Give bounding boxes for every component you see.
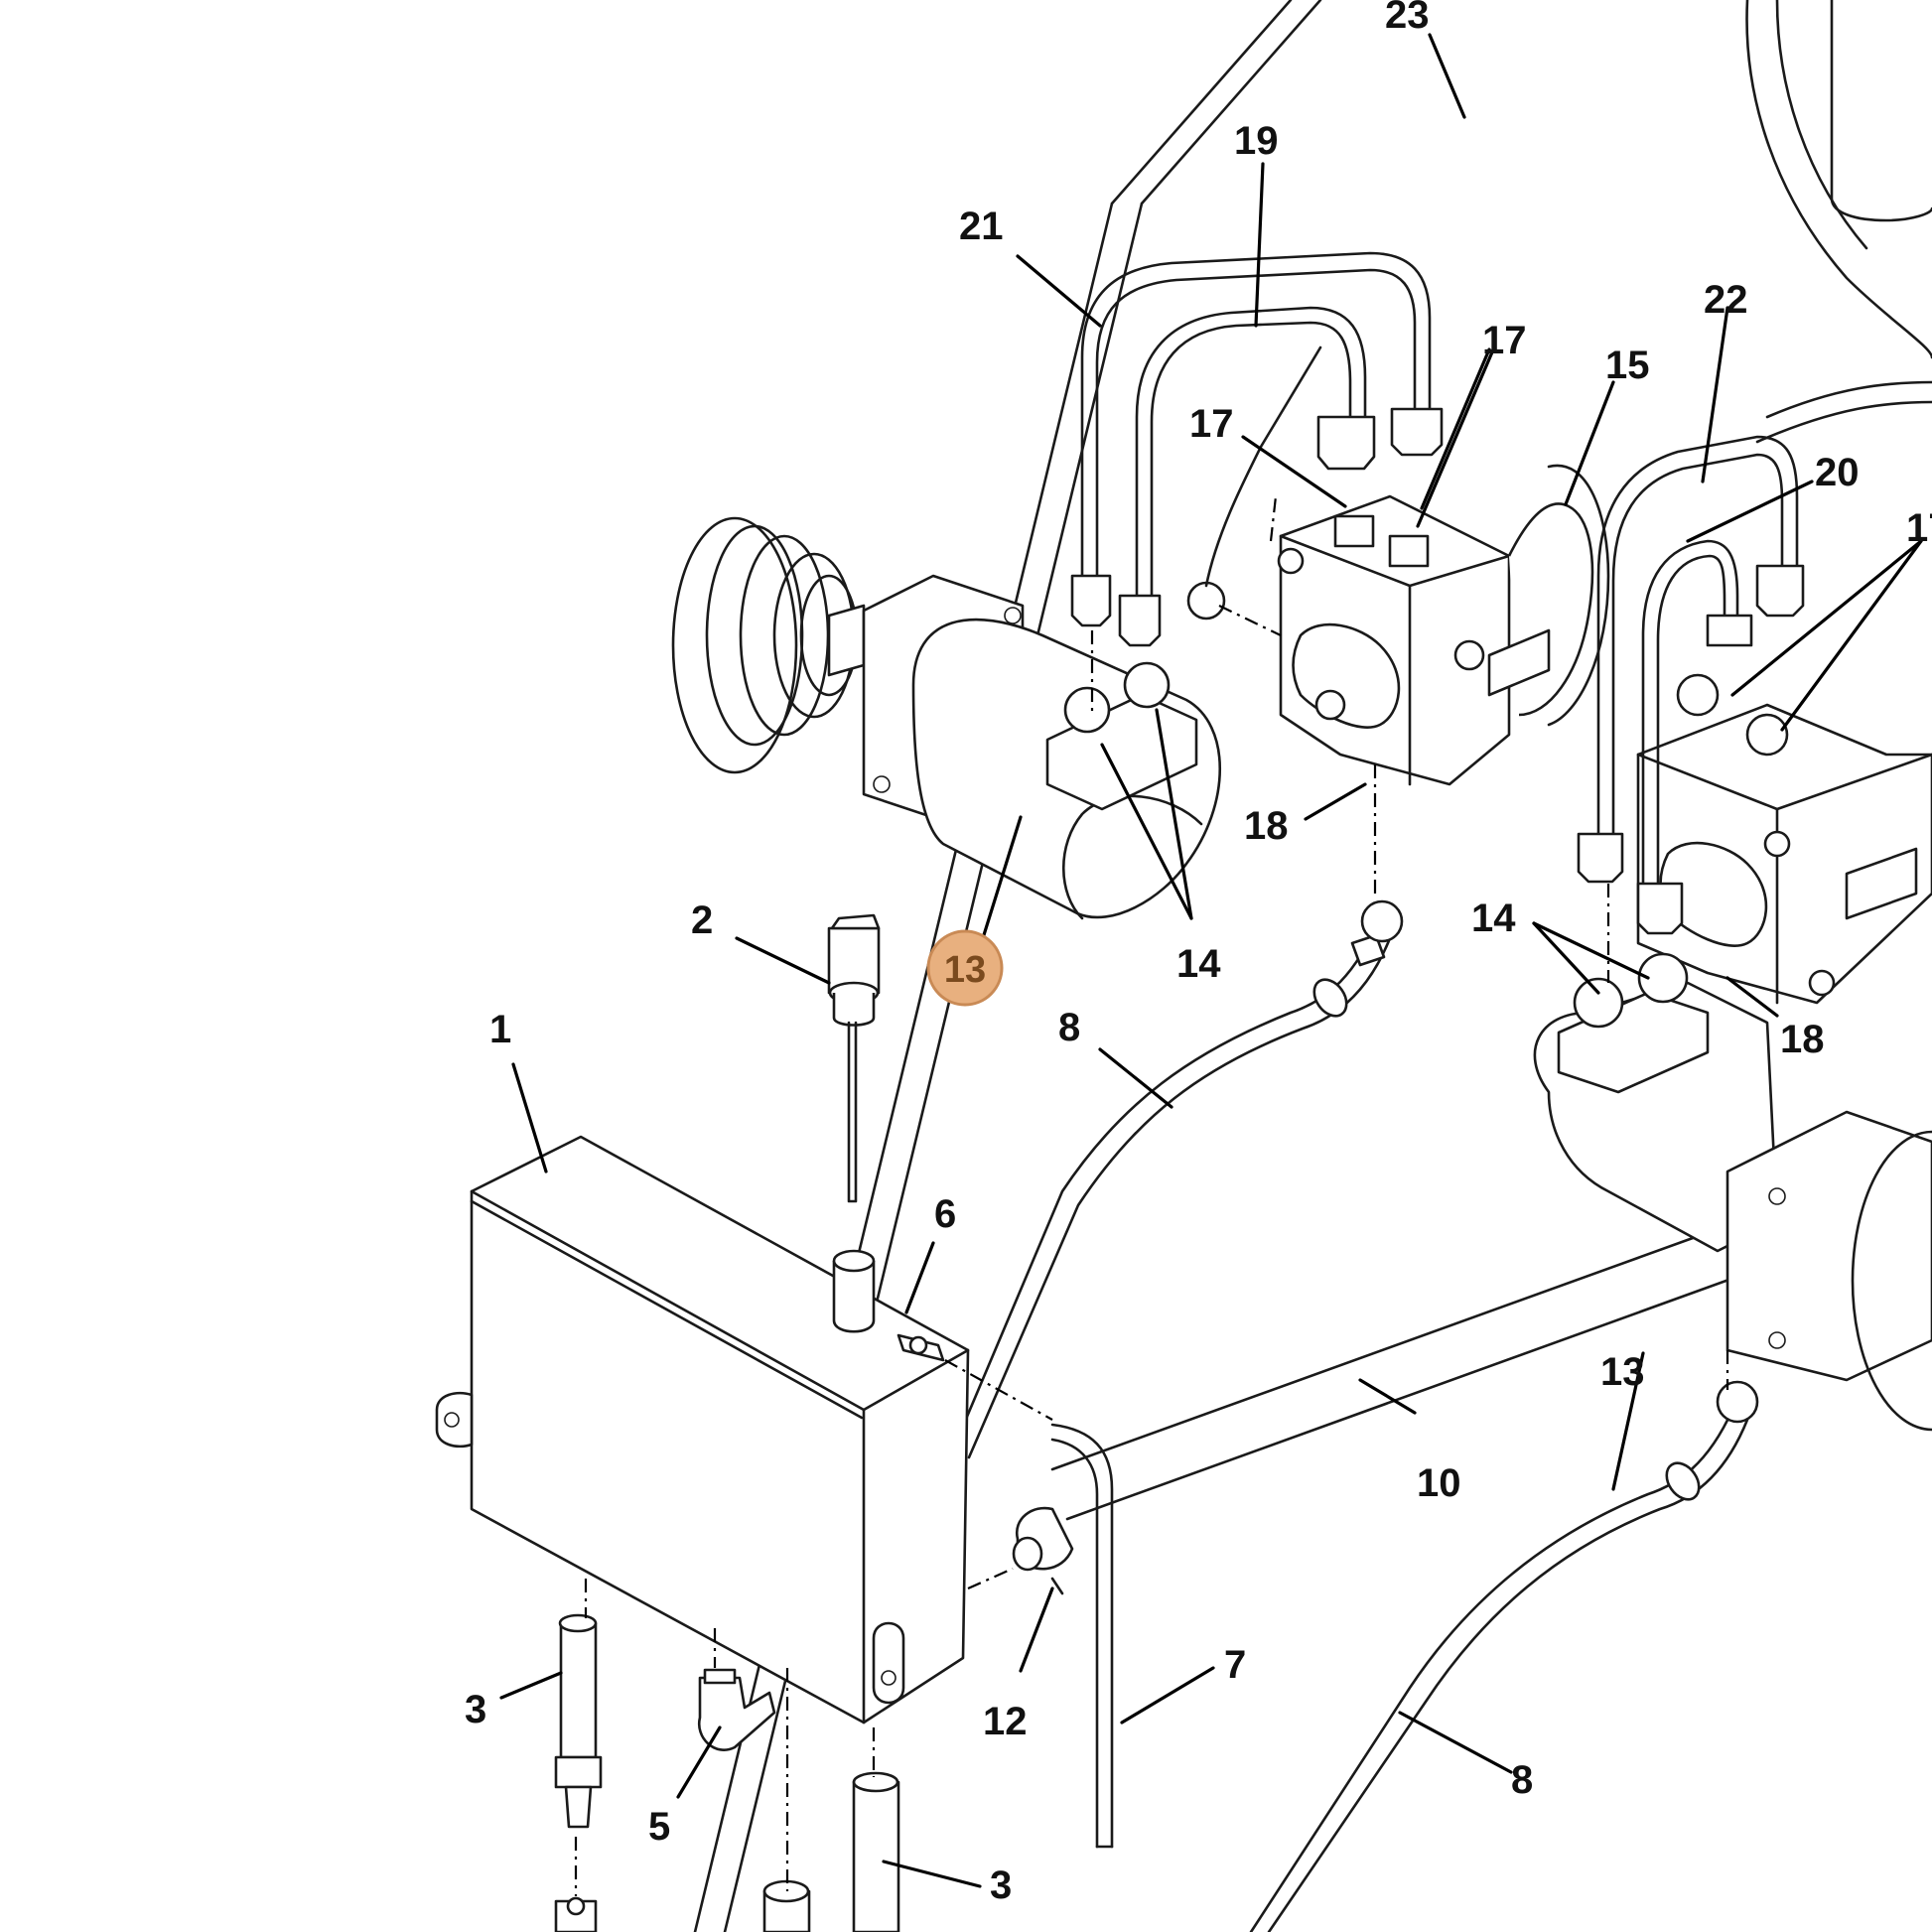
callout-19: 19 — [1234, 119, 1279, 163]
motor-13-right — [1533, 952, 1932, 1432]
callout-23: 23 — [1385, 0, 1430, 37]
tube-19 — [1135, 306, 1367, 608]
tube-20 — [1641, 539, 1739, 896]
callout-20: 20 — [1815, 451, 1860, 494]
tube-22 — [1596, 435, 1799, 856]
filter-housing — [1745, 0, 1932, 444]
callout-21: 21 — [959, 205, 1004, 248]
callout-2: 2 — [691, 898, 713, 942]
callout-18-center: 18 — [1244, 804, 1289, 848]
fitting-6 — [897, 1333, 945, 1362]
fittings-upper — [1070, 407, 1444, 647]
highlight-circle[interactable] — [926, 929, 1004, 1007]
callout-17-left: 17 — [1189, 402, 1234, 446]
callout-14-center: 14 — [1176, 942, 1221, 986]
callout-18-right: 18 — [1780, 1018, 1825, 1061]
valve-block-15 — [1186, 345, 1610, 786]
callout-8-upper: 8 — [1058, 1006, 1080, 1049]
callout-6: 6 — [934, 1192, 956, 1236]
callout-7: 7 — [1224, 1643, 1246, 1687]
valve-bottom-left — [554, 1896, 598, 1932]
fittings-right — [1577, 564, 1805, 935]
callout-17-right: 17 — [1906, 506, 1932, 550]
hose-8-lower — [1249, 1380, 1759, 1932]
clamp-12 — [1012, 1506, 1074, 1595]
plug-bottom — [762, 1879, 811, 1932]
callouts: 23 19 21 22 17 15 17 20 17 18 14 14 18 2… — [465, 0, 1932, 1907]
assembly-lines — [574, 495, 1729, 1896]
callout-3-right: 3 — [990, 1863, 1012, 1907]
callout-1: 1 — [489, 1008, 511, 1051]
callout-3-left: 3 — [465, 1688, 486, 1731]
callout-8-lower: 8 — [1511, 1758, 1533, 1802]
leader-lines — [499, 33, 1923, 1888]
callout-14-right: 14 — [1471, 897, 1516, 940]
callout-22: 22 — [1704, 278, 1748, 322]
temp-sender-3-left — [554, 1613, 603, 1829]
callout-12: 12 — [983, 1700, 1028, 1743]
callout-13-right: 13 — [1600, 1350, 1645, 1394]
hose-8-upper — [951, 899, 1404, 1459]
dipstick-2 — [827, 913, 881, 1203]
reservoir-1 — [435, 1135, 970, 1725]
tube-7 — [1050, 1423, 1114, 1849]
callout-13-highlighted[interactable]: 13 — [944, 949, 986, 991]
temp-sender-3-right — [852, 1771, 900, 1932]
tube-21 — [1080, 251, 1432, 583]
elbow-5 — [697, 1668, 776, 1751]
highlighted-callout-13[interactable]: 13 — [926, 929, 1004, 1007]
callout-10: 10 — [1417, 1461, 1461, 1505]
callout-15: 15 — [1605, 344, 1650, 387]
callout-5: 5 — [648, 1805, 670, 1849]
callout-17-top: 17 — [1482, 319, 1527, 362]
